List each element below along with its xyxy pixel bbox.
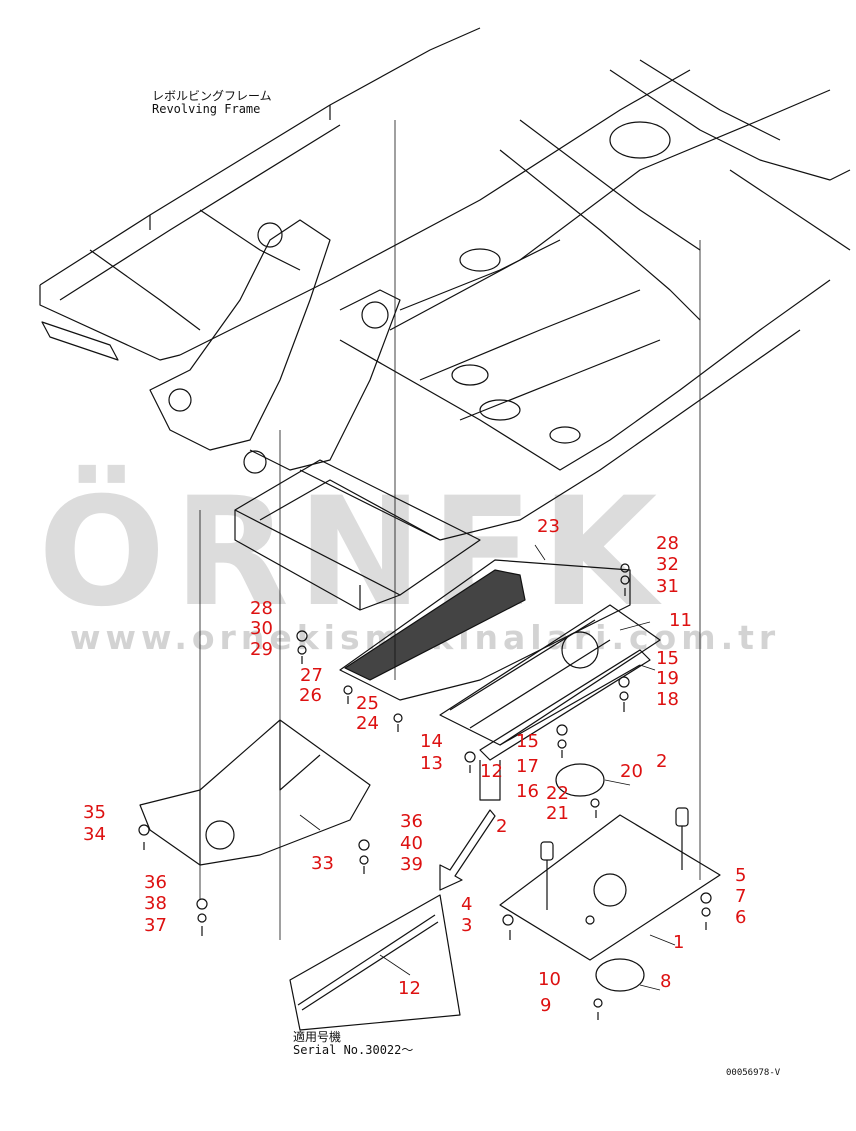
callout-5: 5 [735,865,747,886]
cover-8 [595,958,645,992]
callout-37: 37 [144,915,167,936]
callout-35: 35 [83,802,106,823]
callout-3: 3 [461,915,473,936]
callout-38: 38 [144,893,167,914]
plate-11 [439,604,661,746]
callout-15a: 15 [656,648,679,669]
callout-21: 21 [546,803,569,824]
drawing-code: 00056978-V [726,1068,781,1078]
callout-28a: 28 [656,533,679,554]
callout-26: 26 [299,685,322,706]
frame-label-jp: レボルビングフレーム [152,89,272,103]
callout-12a: 12 [480,761,503,782]
serial-label-jp: 適用号機 [293,1030,342,1044]
callout-11: 11 [669,610,692,631]
callout-9: 9 [540,995,552,1016]
callout-27: 27 [300,665,323,686]
callout-12b: 12 [398,978,421,999]
arrow-indicator [439,809,496,891]
callout-18: 18 [656,689,679,710]
cover-33 [139,719,371,866]
callout-17: 17 [516,756,539,777]
callout-28b: 28 [250,598,273,619]
callout-39: 39 [400,854,423,875]
callout-2a: 2 [656,751,668,772]
callout-22: 22 [546,783,569,804]
frame-label-en: Revolving Frame [152,102,261,116]
callout-24: 24 [356,713,379,734]
callout-36a: 36 [400,811,423,832]
callout-6: 6 [735,907,747,928]
callout-30: 30 [250,618,273,639]
callout-23: 23 [537,516,560,537]
cover-20 [555,763,605,797]
callout-15b: 15 [516,731,539,752]
cover-1 [499,814,721,961]
rail-12 [479,649,651,761]
callout-10: 10 [538,969,561,990]
callout-40: 40 [400,833,423,854]
callout-29: 29 [250,639,273,660]
pin-2 [540,807,689,910]
callout-1: 1 [673,932,685,953]
bracket-12 [479,760,501,801]
strip-12-panel [289,894,461,1031]
callout-36b: 36 [144,872,167,893]
callout-13: 13 [420,753,443,774]
callout-4: 4 [461,894,473,915]
callout-32: 32 [656,554,679,575]
callout-14: 14 [420,731,443,752]
callout-20: 20 [620,761,643,782]
fasteners [138,563,712,1020]
leader-lines [199,120,701,991]
callout-25: 25 [356,693,379,714]
callout-16: 16 [516,781,539,802]
revolving-frame [39,27,851,611]
cover-23 [339,559,631,701]
callout-31: 31 [656,576,679,597]
callout-7: 7 [735,886,747,907]
serial-label-en: Serial No.30022～ [293,1043,414,1057]
callout-33: 33 [311,853,334,874]
callout-8: 8 [660,971,672,992]
callout-19: 19 [656,668,679,689]
callout-34: 34 [83,824,106,845]
callout-2b: 2 [496,816,508,837]
